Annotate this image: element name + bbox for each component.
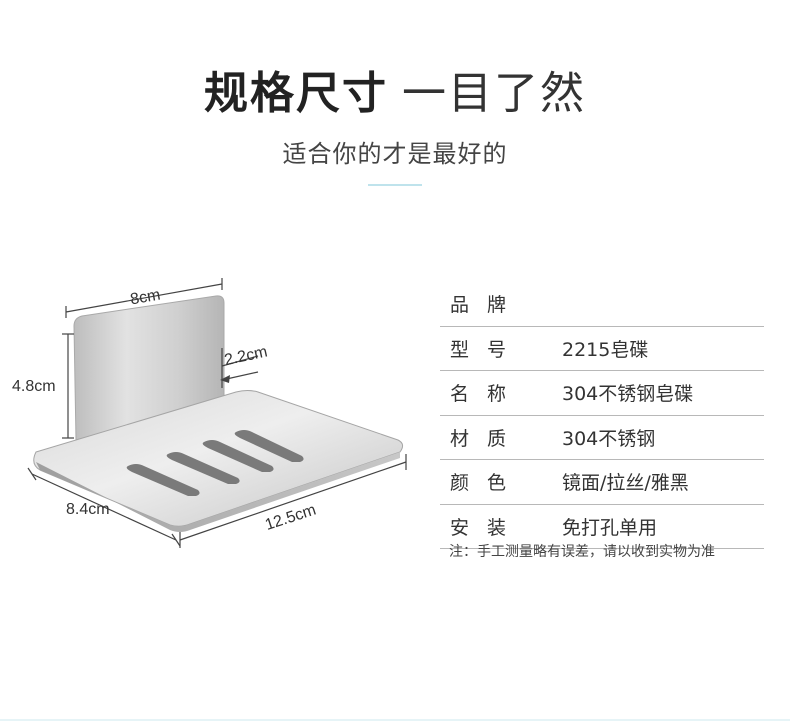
dim-label-depth: 8.4cm [66,501,110,518]
spec-key: 颜色 [450,472,525,495]
measurement-note: 注：手工测量略有误差，请以收到实物为准 [449,544,715,560]
back-plate [73,295,225,441]
page-subtitle: 适合你的才是最好的 [282,140,508,168]
spec-value: 304不锈钢 [562,427,656,450]
spec-key: 材质 [450,427,525,450]
dim-label-gap: 2.2cm [223,343,269,369]
title-light: 一目了然 [402,68,586,119]
spec-value: 免打孔单用 [562,516,658,539]
spec-key: 型号 [450,338,525,361]
title-bold: 规格尺寸 [204,68,388,119]
spec-row-color: 颜色 镜面/拉丝/雅黑 [440,460,764,505]
spec-row-brand: 品牌 [440,282,764,327]
dim-label-length: 12.5cm [263,501,318,533]
spec-row-model: 型号 2215皂碟 [440,327,764,371]
spec-key: 品牌 [450,294,525,317]
title-underline [368,184,422,186]
spec-value: 镜面/拉丝/雅黑 [562,472,689,495]
spec-key: 安装 [450,516,525,539]
dim-label-width: 8cm [129,286,162,308]
drain-slots [126,430,304,496]
dim-label-height: 4.8cm [12,378,56,395]
tray-edge [36,452,400,532]
page-title: 规格尺寸一目了然 [0,66,790,122]
bottom-divider [0,719,790,721]
spec-value: 2215皂碟 [562,338,649,361]
product-dimension-diagram: 8cm 4.8cm 2.2cm 8.4cm 12.5cm [12,278,407,548]
spec-key: 名称 [450,383,525,406]
spec-row-install: 安装 免打孔单用 [440,505,764,549]
spec-table: 品牌 型号 2215皂碟 名称 304不锈钢皂碟 材质 304不锈钢 颜色 镜面… [440,282,764,549]
spec-row-material: 材质 304不锈钢 [440,416,764,460]
spec-row-name: 名称 304不锈钢皂碟 [440,371,764,416]
spec-value: 304不锈钢皂碟 [562,383,694,406]
